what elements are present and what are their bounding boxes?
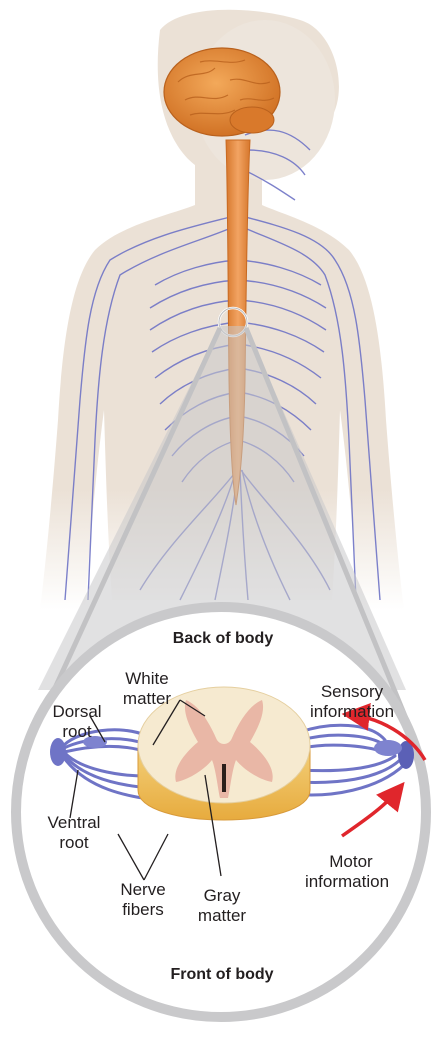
right-dorsal-ganglion <box>374 740 402 756</box>
label-gray-matter-line2: matter <box>190 906 254 926</box>
label-dorsal-root-line1: Dorsal <box>44 702 110 722</box>
central-canal <box>222 764 226 792</box>
label-nerve-fibers-line1: Nerve <box>108 880 178 900</box>
label-sensory-information-line2: information <box>292 702 412 722</box>
brain <box>164 48 280 136</box>
label-white-matter-line2: matter <box>112 689 182 709</box>
label-nerve-fibers-line2: fibers <box>108 900 178 920</box>
label-dorsal-root-line2: root <box>44 722 110 742</box>
label-motor-information-line1: Motor <box>296 852 406 872</box>
left-junction <box>50 738 66 766</box>
label-gray-matter-line1: Gray <box>190 886 254 906</box>
label-back-of-body: Back of body <box>148 629 298 649</box>
label-front-of-body: Front of body <box>146 965 298 985</box>
label-ventral-root-line1: Ventral <box>36 813 112 833</box>
label-sensory-information-line1: Sensory <box>298 682 406 702</box>
label-white-matter-line1: White <box>112 669 182 689</box>
label-motor-information-line2: information <box>284 872 410 892</box>
label-ventral-root-line2: root <box>36 833 112 853</box>
